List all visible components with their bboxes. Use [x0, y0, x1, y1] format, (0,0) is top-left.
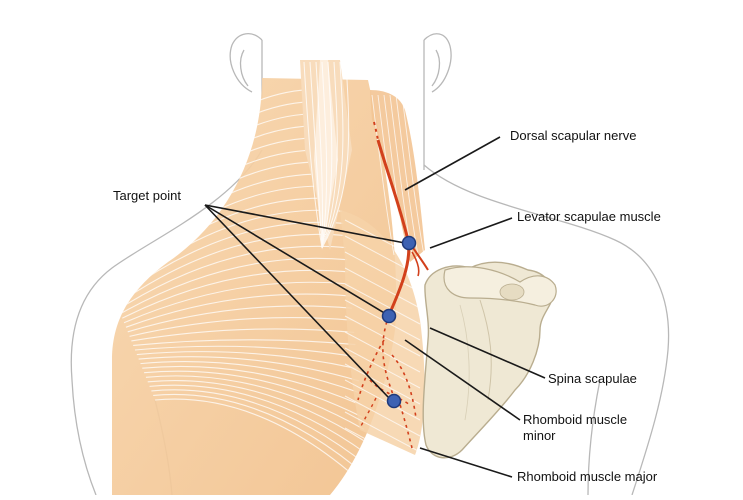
- target-point-marker-3: [388, 395, 401, 408]
- label-rhomboid-minor-line1: Rhomboid muscle: [523, 412, 627, 428]
- label-rhomboid-minor-line2: minor: [523, 428, 627, 444]
- leader-rhomboid-major: [420, 448, 512, 477]
- label-levator-scapulae-muscle: Levator scapulae muscle: [517, 209, 661, 225]
- leader-levator: [430, 218, 512, 248]
- label-rhomboid-muscle-major: Rhomboid muscle major: [517, 469, 657, 485]
- target-point-marker-2: [383, 310, 396, 323]
- leader-dorsal: [405, 137, 500, 190]
- label-target-point: Target point: [113, 188, 181, 204]
- label-dorsal-scapular-nerve: Dorsal scapular nerve: [510, 128, 636, 144]
- target-point-marker-1: [403, 237, 416, 250]
- label-rhomboid-muscle-minor: Rhomboid muscle minor: [523, 412, 627, 444]
- label-spina-scapulae: Spina scapulae: [548, 371, 637, 387]
